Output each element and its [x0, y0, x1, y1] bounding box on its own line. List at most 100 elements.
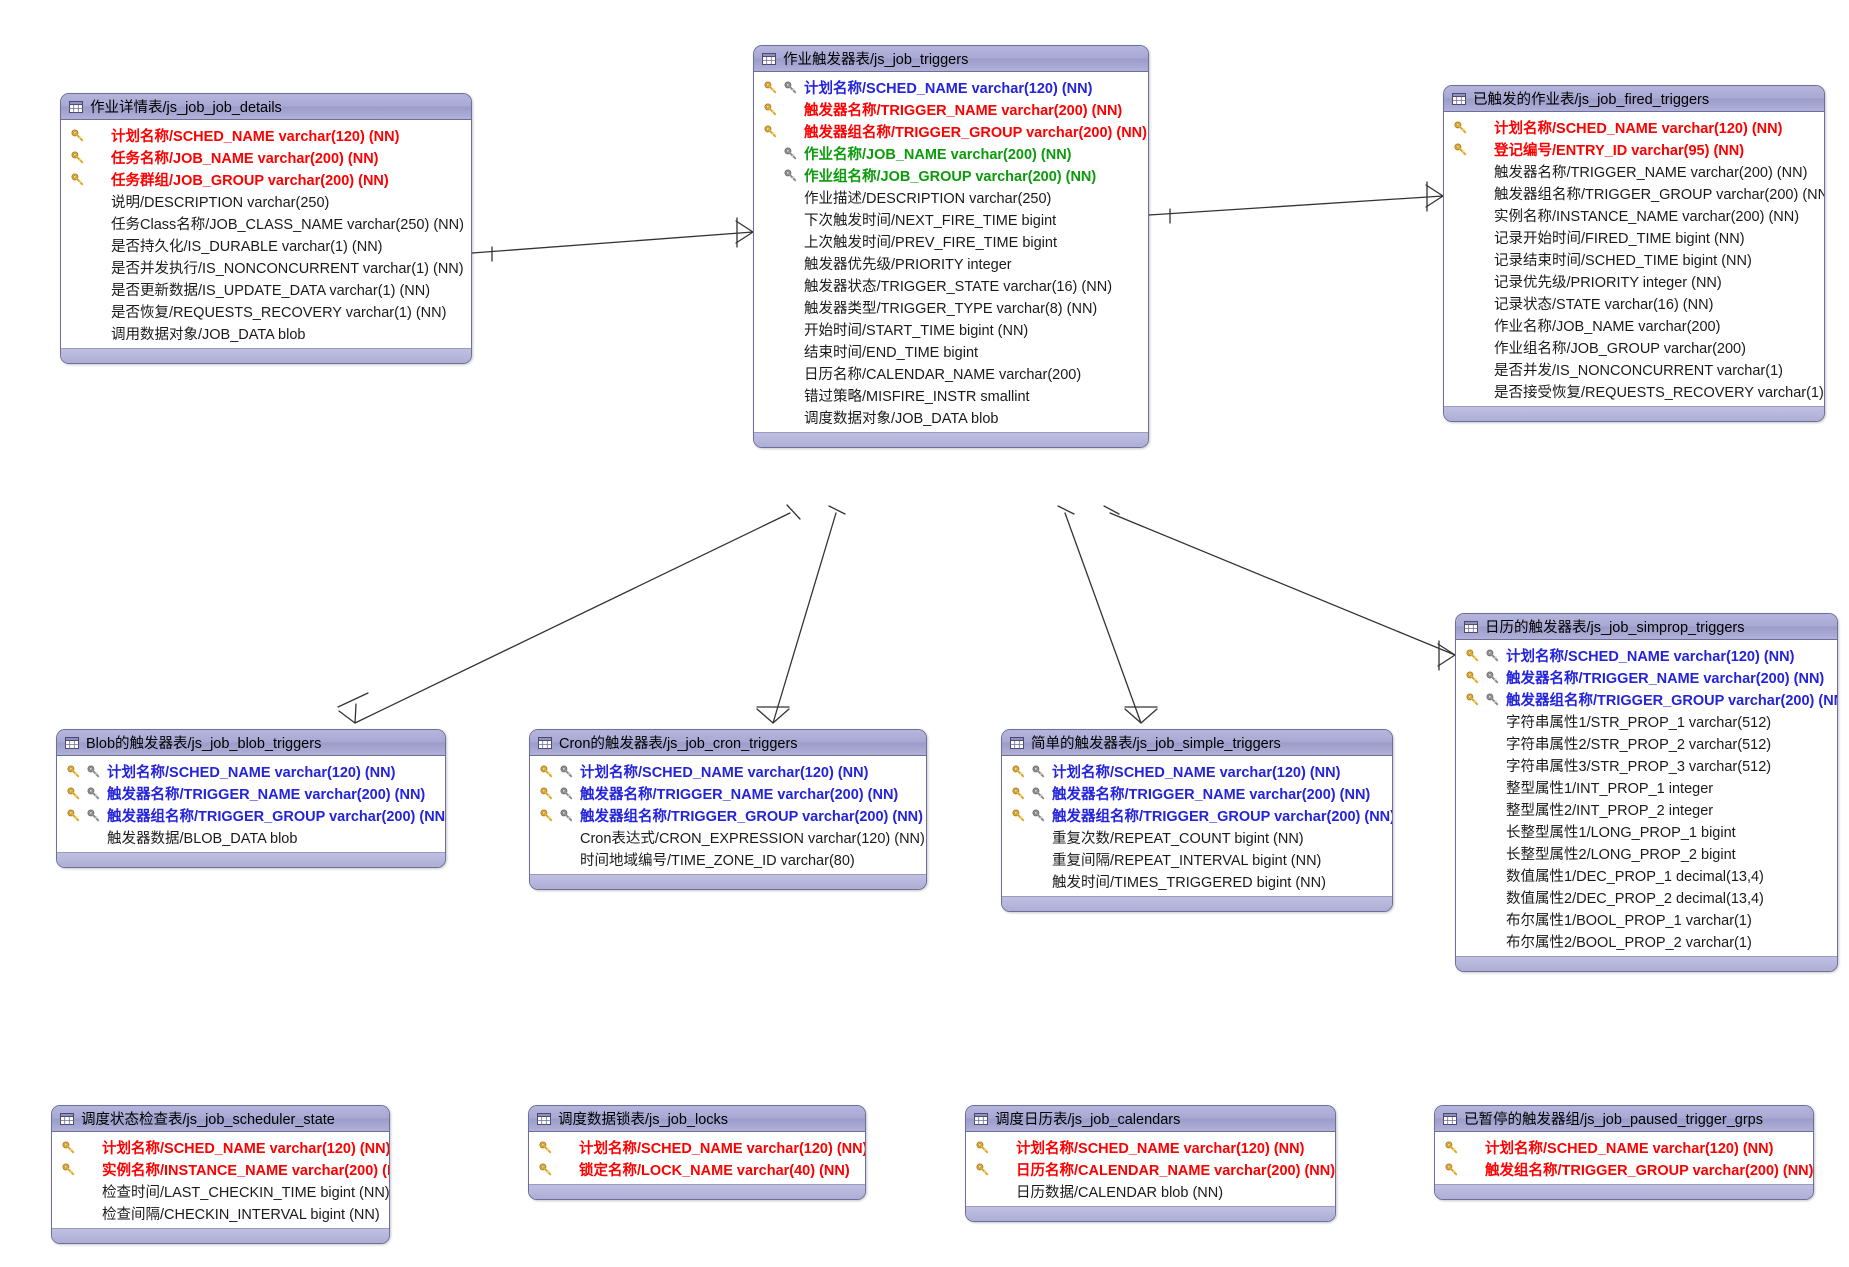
entity-title-bar[interactable]: 日历的触发器表/js_job_simprop_triggers: [1456, 614, 1837, 640]
attribute-row[interactable]: 记录结束时间/SCHED_TIME bigint (NN): [1444, 248, 1824, 270]
entity-title-bar[interactable]: 作业详情表/js_job_job_details: [61, 94, 471, 120]
entity-title-bar[interactable]: 已触发的作业表/js_job_fired_triggers: [1444, 86, 1824, 112]
attribute-row[interactable]: 锁定名称/LOCK_NAME varchar(40) (NN): [529, 1158, 865, 1180]
attribute-row[interactable]: 计划名称/SCHED_NAME varchar(120) (NN): [1002, 760, 1392, 782]
attribute-row[interactable]: 记录状态/STATE varchar(16) (NN): [1444, 292, 1824, 314]
entity-job_details[interactable]: 作业详情表/js_job_job_details 计划名称/SCHED_NAME …: [60, 93, 472, 364]
attribute-row[interactable]: 计划名称/SCHED_NAME varchar(120) (NN): [754, 76, 1148, 98]
entity-title-bar[interactable]: 调度状态检查表/js_job_scheduler_state: [52, 1106, 389, 1132]
attribute-row[interactable]: 触发器状态/TRIGGER_STATE varchar(16) (NN): [754, 274, 1148, 296]
entity-title-bar[interactable]: 作业触发器表/js_job_triggers: [754, 46, 1148, 72]
attribute-row[interactable]: 重复间隔/REPEAT_INTERVAL bigint (NN): [1002, 848, 1392, 870]
entity-blob_triggers[interactable]: Blob的触发器表/js_job_blob_triggers 计划名称/SCHED…: [56, 729, 446, 868]
attribute-row[interactable]: 触发器名称/TRIGGER_NAME varchar(200) (NN): [57, 782, 445, 804]
attribute-row[interactable]: 实例名称/INSTANCE_NAME varchar(200) (NN): [52, 1158, 389, 1180]
attribute-row[interactable]: 作业描述/DESCRIPTION varchar(250): [754, 186, 1148, 208]
attribute-row[interactable]: 检查间隔/CHECKIN_INTERVAL bigint (NN): [52, 1202, 389, 1224]
attribute-row[interactable]: 触发器组名称/TRIGGER_GROUP varchar(200) (NN): [57, 804, 445, 826]
attribute-row[interactable]: 检查时间/LAST_CHECKIN_TIME bigint (NN): [52, 1180, 389, 1202]
entity-locks[interactable]: 调度数据锁表/js_job_locks 计划名称/SCHED_NAME varch…: [528, 1105, 866, 1200]
entity-scheduler_state[interactable]: 调度状态检查表/js_job_scheduler_state 计划名称/SCHED…: [51, 1105, 390, 1244]
entity-simple_triggers[interactable]: 简单的触发器表/js_job_simple_triggers 计划名称/SCHED…: [1001, 729, 1393, 912]
attribute-row[interactable]: 计划名称/SCHED_NAME varchar(120) (NN): [966, 1136, 1335, 1158]
attribute-row[interactable]: 触发器类型/TRIGGER_TYPE varchar(8) (NN): [754, 296, 1148, 318]
attribute-row[interactable]: 任务Class名称/JOB_CLASS_NAME varchar(250) (N…: [61, 212, 471, 234]
attribute-row[interactable]: 布尔属性2/BOOL_PROP_2 varchar(1): [1456, 930, 1837, 952]
attribute-row[interactable]: 是否恢复/REQUESTS_RECOVERY varchar(1) (NN): [61, 300, 471, 322]
attribute-row[interactable]: 日历名称/CALENDAR_NAME varchar(200): [754, 362, 1148, 384]
attribute-row[interactable]: 触发时间/TIMES_TRIGGERED bigint (NN): [1002, 870, 1392, 892]
attribute-row[interactable]: Cron表达式/CRON_EXPRESSION varchar(120) (NN…: [530, 826, 926, 848]
attribute-row[interactable]: 作业组名称/JOB_GROUP varchar(200) (NN): [754, 164, 1148, 186]
attribute-row[interactable]: 字符串属性3/STR_PROP_3 varchar(512): [1456, 754, 1837, 776]
attribute-row[interactable]: 结束时间/END_TIME bigint: [754, 340, 1148, 362]
attribute-row[interactable]: 触发器组名称/TRIGGER_GROUP varchar(200) (NN): [1002, 804, 1392, 826]
attribute-row[interactable]: 计划名称/SCHED_NAME varchar(120) (NN): [52, 1136, 389, 1158]
attribute-row[interactable]: 触发器组名称/TRIGGER_GROUP varchar(200) (NN): [754, 120, 1148, 142]
attribute-row[interactable]: 是否并发执行/IS_NONCONCURRENT varchar(1) (NN): [61, 256, 471, 278]
attribute-row[interactable]: 计划名称/SCHED_NAME varchar(120) (NN): [1444, 116, 1824, 138]
attribute-row[interactable]: 是否更新数据/IS_UPDATE_DATA varchar(1) (NN): [61, 278, 471, 300]
entity-title-bar[interactable]: 调度日历表/js_job_calendars: [966, 1106, 1335, 1132]
attribute-row[interactable]: 计划名称/SCHED_NAME varchar(120) (NN): [1456, 644, 1837, 666]
entity-job_triggers[interactable]: 作业触发器表/js_job_triggers 计划名称/SCHED_NAME va…: [753, 45, 1149, 448]
entity-title-bar[interactable]: 已暂停的触发器组/js_job_paused_trigger_grps: [1435, 1106, 1813, 1132]
attribute-row[interactable]: 长整型属性2/LONG_PROP_2 bigint: [1456, 842, 1837, 864]
attribute-row[interactable]: 计划名称/SCHED_NAME varchar(120) (NN): [57, 760, 445, 782]
attribute-row[interactable]: 作业组名称/JOB_GROUP varchar(200): [1444, 336, 1824, 358]
attribute-row[interactable]: 计划名称/SCHED_NAME varchar(120) (NN): [530, 760, 926, 782]
attribute-row[interactable]: 触发器组名称/TRIGGER_GROUP varchar(200) (NN): [1444, 182, 1824, 204]
attribute-row[interactable]: 触发器名称/TRIGGER_NAME varchar(200) (NN): [530, 782, 926, 804]
entity-cron_triggers[interactable]: Cron的触发器表/js_job_cron_triggers 计划名称/SCHED…: [529, 729, 927, 890]
attribute-row[interactable]: 日历数据/CALENDAR blob (NN): [966, 1180, 1335, 1202]
attribute-row[interactable]: 触发器名称/TRIGGER_NAME varchar(200) (NN): [754, 98, 1148, 120]
entity-title-bar[interactable]: Cron的触发器表/js_job_cron_triggers: [530, 730, 926, 756]
attribute-row[interactable]: 实例名称/INSTANCE_NAME varchar(200) (NN): [1444, 204, 1824, 226]
attribute-row[interactable]: 下次触发时间/NEXT_FIRE_TIME bigint: [754, 208, 1148, 230]
attribute-row[interactable]: 计划名称/SCHED_NAME varchar(120) (NN): [529, 1136, 865, 1158]
entity-calendars[interactable]: 调度日历表/js_job_calendars 计划名称/SCHED_NAME va…: [965, 1105, 1336, 1222]
attribute-row[interactable]: 记录优先级/PRIORITY integer (NN): [1444, 270, 1824, 292]
entity-simprop_triggers[interactable]: 日历的触发器表/js_job_simprop_triggers 计划名称/SCHE…: [1455, 613, 1838, 972]
attribute-row[interactable]: 是否并发/IS_NONCONCURRENT varchar(1): [1444, 358, 1824, 380]
attribute-row[interactable]: 触发器组名称/TRIGGER_GROUP varchar(200) (NN): [1456, 688, 1837, 710]
attribute-row[interactable]: 登记编号/ENTRY_ID varchar(95) (NN): [1444, 138, 1824, 160]
attribute-row[interactable]: 错过策略/MISFIRE_INSTR smallint: [754, 384, 1148, 406]
attribute-row[interactable]: 字符串属性1/STR_PROP_1 varchar(512): [1456, 710, 1837, 732]
attribute-row[interactable]: 触发器优先级/PRIORITY integer: [754, 252, 1148, 274]
attribute-row[interactable]: 日历名称/CALENDAR_NAME varchar(200) (NN): [966, 1158, 1335, 1180]
attribute-row[interactable]: 任务名称/JOB_NAME varchar(200) (NN): [61, 146, 471, 168]
attribute-row[interactable]: 重复次数/REPEAT_COUNT bigint (NN): [1002, 826, 1392, 848]
attribute-row[interactable]: 布尔属性1/BOOL_PROP_1 varchar(1): [1456, 908, 1837, 930]
entity-title-bar[interactable]: Blob的触发器表/js_job_blob_triggers: [57, 730, 445, 756]
entity-title-bar[interactable]: 调度数据锁表/js_job_locks: [529, 1106, 865, 1132]
attribute-row[interactable]: 任务群组/JOB_GROUP varchar(200) (NN): [61, 168, 471, 190]
attribute-row[interactable]: 作业名称/JOB_NAME varchar(200) (NN): [754, 142, 1148, 164]
attribute-row[interactable]: 调用数据对象/JOB_DATA blob: [61, 322, 471, 344]
attribute-row[interactable]: 触发器名称/TRIGGER_NAME varchar(200) (NN): [1444, 160, 1824, 182]
attribute-row[interactable]: 计划名称/SCHED_NAME varchar(120) (NN): [61, 124, 471, 146]
attribute-row[interactable]: 整型属性2/INT_PROP_2 integer: [1456, 798, 1837, 820]
attribute-row[interactable]: 触发器数据/BLOB_DATA blob: [57, 826, 445, 848]
attribute-row[interactable]: 触发器名称/TRIGGER_NAME varchar(200) (NN): [1456, 666, 1837, 688]
attribute-row[interactable]: 触发器组名称/TRIGGER_GROUP varchar(200) (NN): [530, 804, 926, 826]
attribute-row[interactable]: 是否接受恢复/REQUESTS_RECOVERY varchar(1): [1444, 380, 1824, 402]
attribute-row[interactable]: 数值属性2/DEC_PROP_2 decimal(13,4): [1456, 886, 1837, 908]
attribute-row[interactable]: 调度数据对象/JOB_DATA blob: [754, 406, 1148, 428]
attribute-row[interactable]: 开始时间/START_TIME bigint (NN): [754, 318, 1148, 340]
attribute-row[interactable]: 时间地域编号/TIME_ZONE_ID varchar(80): [530, 848, 926, 870]
attribute-row[interactable]: 作业名称/JOB_NAME varchar(200): [1444, 314, 1824, 336]
attribute-row[interactable]: 整型属性1/INT_PROP_1 integer: [1456, 776, 1837, 798]
attribute-row[interactable]: 说明/DESCRIPTION varchar(250): [61, 190, 471, 212]
attribute-row[interactable]: 上次触发时间/PREV_FIRE_TIME bigint: [754, 230, 1148, 252]
entity-fired_triggers[interactable]: 已触发的作业表/js_job_fired_triggers 计划名称/SCHED_…: [1443, 85, 1825, 422]
attribute-row[interactable]: 触发组名称/TRIGGER_GROUP varchar(200) (NN): [1435, 1158, 1813, 1180]
entity-paused_trigger_grps[interactable]: 已暂停的触发器组/js_job_paused_trigger_grps 计划名称/…: [1434, 1105, 1814, 1200]
attribute-row[interactable]: 长整型属性1/LONG_PROP_1 bigint: [1456, 820, 1837, 842]
attribute-row[interactable]: 计划名称/SCHED_NAME varchar(120) (NN): [1435, 1136, 1813, 1158]
attribute-row[interactable]: 触发器名称/TRIGGER_NAME varchar(200) (NN): [1002, 782, 1392, 804]
attribute-row[interactable]: 数值属性1/DEC_PROP_1 decimal(13,4): [1456, 864, 1837, 886]
attribute-row[interactable]: 字符串属性2/STR_PROP_2 varchar(512): [1456, 732, 1837, 754]
attribute-row[interactable]: 是否持久化/IS_DURABLE varchar(1) (NN): [61, 234, 471, 256]
entity-title-bar[interactable]: 简单的触发器表/js_job_simple_triggers: [1002, 730, 1392, 756]
